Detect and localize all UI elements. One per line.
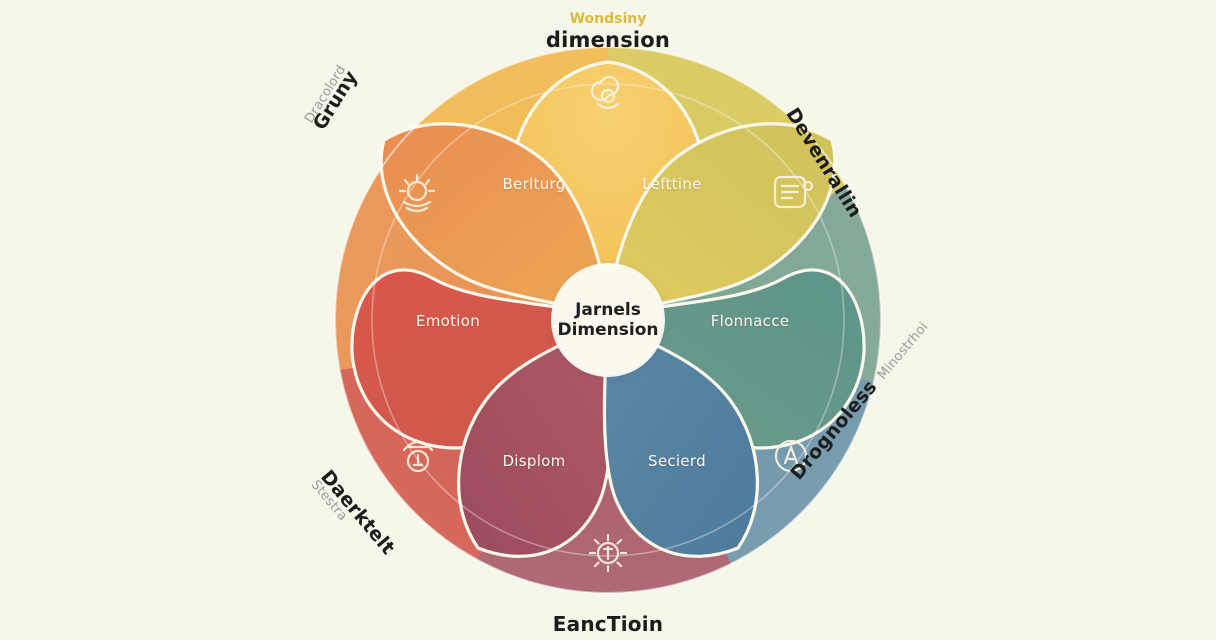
balance-scale-icon [402, 440, 434, 473]
center-hub-line2: Dimension [557, 320, 659, 340]
center-hub-line1: Jarnels [575, 299, 641, 320]
petal-label-left: Emotion [415, 312, 481, 330]
compass-icon [774, 439, 808, 473]
center-hub: Jarnels Dimension [553, 265, 663, 375]
outer-label-top-main: dimension [545, 28, 671, 52]
petal-label-right: Flonnacce [710, 312, 790, 330]
outer-label-top-sub: Wondsiny [569, 11, 647, 27]
petal-label-upper-left: Berlturg [502, 175, 566, 193]
document-list-icon [773, 175, 814, 209]
sun-icon [398, 173, 436, 213]
outer-label-bottom: EancTioin [553, 612, 663, 636]
swirl-atom-icon [590, 75, 620, 110]
petal-label-upper-right: Lefttine [642, 175, 702, 193]
outer-label-bottom-main: EancTioin [552, 612, 664, 636]
petal-label-lower-right: Secierd [648, 452, 706, 470]
outer-label-top: Wondsiny dimension [546, 8, 670, 52]
gauge-sun-icon [588, 533, 628, 573]
petal-label-lower-left: Displom [502, 452, 566, 470]
